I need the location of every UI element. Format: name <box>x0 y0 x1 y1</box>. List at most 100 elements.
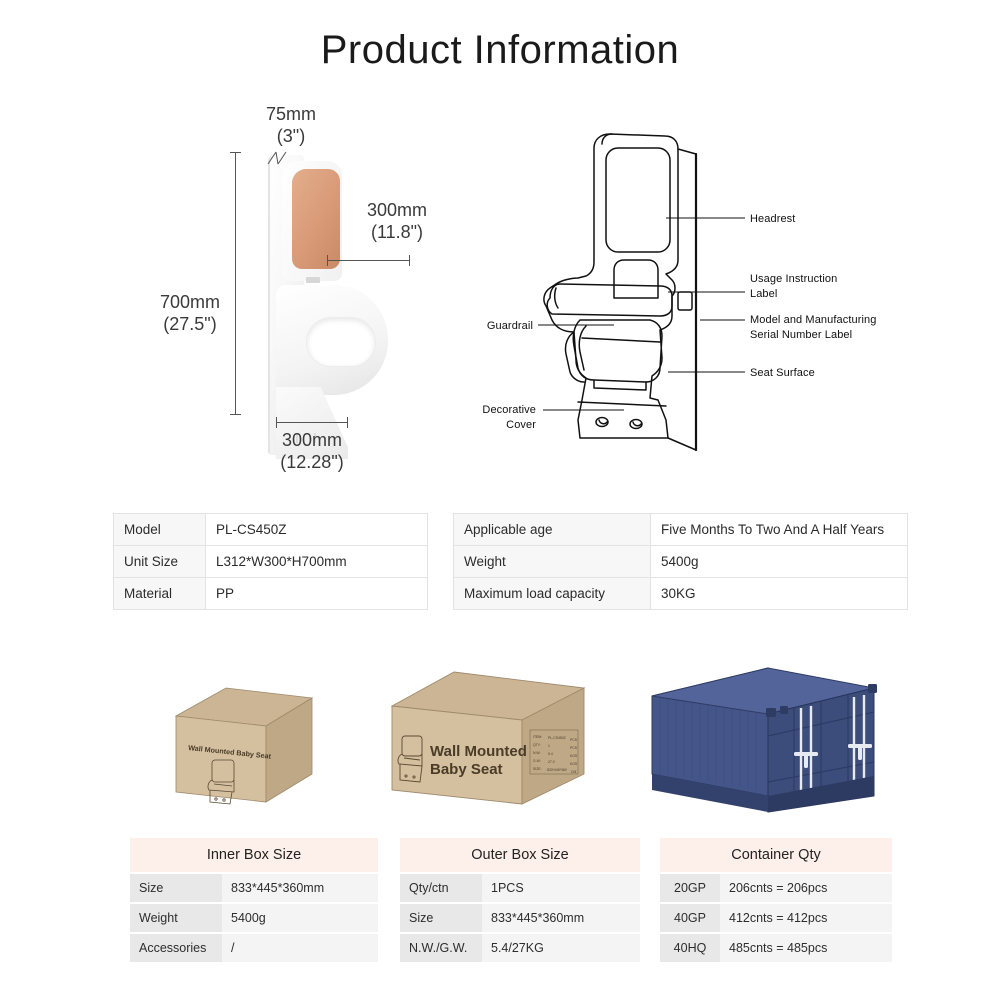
container-door-handles <box>794 744 872 768</box>
inner-box-value: / <box>222 934 378 962</box>
callout-leader-lines <box>538 217 745 411</box>
svg-text:KGS: KGS <box>570 754 578 758</box>
product-mount-slot <box>314 433 316 443</box>
inner-box-table: Inner Box Size Size 833*445*360mm Weight… <box>130 838 378 964</box>
spec-value: 5400g <box>650 545 908 578</box>
spec-key: Model <box>113 513 206 546</box>
spec-value: PP <box>205 577 428 610</box>
seat-depth-tick-right <box>409 255 410 266</box>
outer-box-product-icon <box>397 735 423 783</box>
callout-headrest: Headrest <box>750 213 796 225</box>
product-seat-opening <box>306 317 376 367</box>
spec-value: 30KG <box>650 577 908 610</box>
outer-box-label-line2: Baby Seat <box>430 761 503 778</box>
callout-usage-instruction-label: Usage Instruction Label <box>750 273 838 300</box>
table-row: Accessories / <box>130 934 378 962</box>
spec-value: PL-CS450Z <box>205 513 428 546</box>
outer-box-label-line1: Wall Mounted <box>430 743 527 760</box>
dimension-label-height: 700mm (27.5") <box>159 292 221 334</box>
svg-text:KGS: KGS <box>570 762 578 766</box>
table-row: Unit Size L312*W300*H700mm <box>113 545 428 578</box>
inner-box-illustration: Wall Mounted Baby Seat <box>174 687 314 805</box>
spec-key: Material <box>113 577 206 610</box>
callout-serial-number-label: Model and Manufacturing Serial Number La… <box>750 314 877 341</box>
table-row: Maximum load capacity 30KG <box>453 577 908 610</box>
container-qty-table-header: Container Qty <box>660 838 892 872</box>
seat-depth-dim-line <box>327 260 410 261</box>
svg-text:ITEM:: ITEM: <box>533 735 542 739</box>
dimension-label-seat-depth: 300mm (11.8") <box>366 200 428 242</box>
container-qty-table: Container Qty 20GP 206cnts = 206pcs 40GP… <box>660 838 892 964</box>
diagram-area: 75mm (3") 300mm (11.8") 700mm (27.5") 30… <box>0 100 1000 480</box>
callout-decorative-cover: Decorative Cover <box>482 404 536 431</box>
outer-box-table: Outer Box Size Qty/ctn 1PCS Size 833*445… <box>400 838 640 964</box>
outer-box-value: 5.4/27KG <box>482 934 640 962</box>
spec-key: Unit Size <box>113 545 206 578</box>
inner-box-value: 833*445*360mm <box>222 874 378 902</box>
container-value: 206cnts = 206pcs <box>720 874 892 902</box>
svg-text:CM: CM <box>571 770 576 774</box>
page-title: Product Information <box>320 28 680 72</box>
svg-text:1: 1 <box>548 744 550 748</box>
svg-text:SIZE:: SIZE: <box>533 767 542 771</box>
spec-value: Five Months To Two And A Half Years <box>650 513 908 546</box>
inner-box-product-icon <box>207 759 235 805</box>
table-row: Weight 5400g <box>453 545 908 578</box>
svg-text:N.W:: N.W: <box>533 751 541 755</box>
svg-text:QTY:: QTY: <box>533 743 541 747</box>
outer-box-side-spec-panel <box>529 729 579 775</box>
spec-key: Applicable age <box>453 513 651 546</box>
base-width-tick-left <box>276 417 277 428</box>
table-row: Weight 5400g <box>130 904 378 932</box>
height-dim-line <box>235 152 236 414</box>
product-logo-tag <box>306 277 320 283</box>
base-width-tick-right <box>347 417 348 428</box>
svg-text:27.0: 27.0 <box>548 760 555 764</box>
container-value: 485cnts = 485pcs <box>720 934 892 962</box>
shipping-container-illustration <box>651 667 877 813</box>
inner-box-key: Weight <box>130 904 222 932</box>
callout-guardrail: Guardrail <box>486 320 533 332</box>
svg-text:833*445*360: 833*445*360 <box>547 768 567 772</box>
spec-value: L312*W300*H700mm <box>205 545 428 578</box>
container-key: 40HQ <box>660 934 720 962</box>
outer-box-value: 833*445*360mm <box>482 904 640 932</box>
container-corner-castings <box>766 684 877 717</box>
svg-text:G.W:: G.W: <box>533 759 541 763</box>
product-photo <box>262 155 392 475</box>
packaging-illustrations: Wall Mounted Baby Seat Wall Mounted Baby… <box>0 640 1000 825</box>
svg-text:5.4: 5.4 <box>548 752 553 756</box>
height-tick-bottom <box>230 414 241 415</box>
outer-box-key: Size <box>400 904 482 932</box>
container-value: 412cnts = 412pcs <box>720 904 892 932</box>
technical-line-drawing <box>543 133 698 452</box>
base-width-dim-line <box>276 422 348 423</box>
dimension-label-base-width: 300mm (12.28") <box>280 430 344 472</box>
outer-box-value: 1PCS <box>482 874 640 902</box>
callout-seat-surface: Seat Surface <box>750 367 815 379</box>
seat-depth-tick-left <box>327 255 328 266</box>
product-mount-slot <box>296 433 298 443</box>
svg-text:PL-CS450Z: PL-CS450Z <box>548 736 566 740</box>
spec-table-right: Applicable age Five Months To Two And A … <box>453 513 908 610</box>
table-row: Material PP <box>113 577 428 610</box>
table-row: 40GP 412cnts = 412pcs <box>660 904 892 932</box>
inner-box-value: 5400g <box>222 904 378 932</box>
outer-box-illustration: Wall Mounted Baby Seat ITEM: PL-CS450Z PCS… <box>390 671 586 805</box>
table-row: Size 833*445*360mm <box>130 874 378 902</box>
container-key: 20GP <box>660 874 720 902</box>
outer-box-key: Qty/ctn <box>400 874 482 902</box>
spec-table-left: Model PL-CS450Z Unit Size L312*W300*H700… <box>113 513 428 610</box>
depth-top-leader-icon <box>267 151 287 165</box>
table-row: Qty/ctn 1PCS <box>400 874 640 902</box>
inner-box-table-header: Inner Box Size <box>130 838 378 872</box>
inner-box-key: Size <box>130 874 222 902</box>
table-row: 20GP 206cnts = 206pcs <box>660 874 892 902</box>
spec-key: Weight <box>453 545 651 578</box>
table-row: Applicable age Five Months To Two And A … <box>453 513 908 546</box>
svg-text:PCS: PCS <box>570 738 578 742</box>
outer-box-table-header: Outer Box Size <box>400 838 640 872</box>
table-row: Model PL-CS450Z <box>113 513 428 546</box>
